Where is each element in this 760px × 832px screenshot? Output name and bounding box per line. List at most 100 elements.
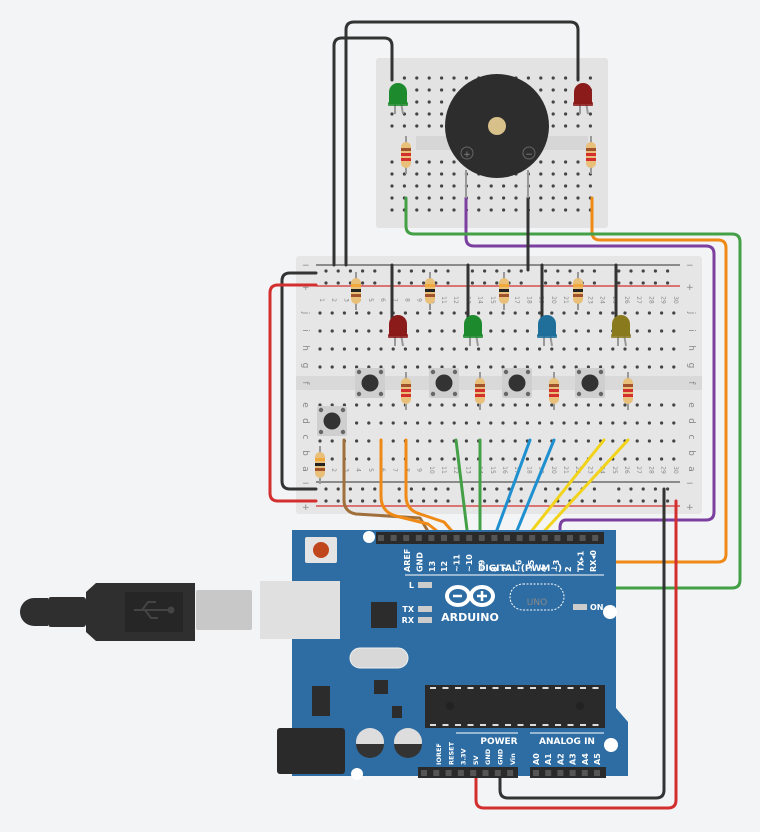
hole <box>355 457 359 461</box>
led-resistor <box>475 372 485 410</box>
column-number-top: 28 <box>647 296 654 304</box>
digital-pin-label: 12 <box>440 561 449 572</box>
column-number-bottom: 10 <box>428 466 435 474</box>
hole <box>355 329 359 333</box>
hole <box>576 208 580 212</box>
power-header <box>418 767 518 778</box>
hole <box>538 457 542 461</box>
hole <box>379 365 383 369</box>
rail-hole <box>483 281 487 285</box>
rail-hole <box>556 281 560 285</box>
led-body <box>574 83 592 104</box>
hole <box>576 196 580 200</box>
header-pin <box>594 770 600 776</box>
reset-button[interactable] <box>313 542 329 558</box>
hole <box>415 88 419 92</box>
rail-hole <box>629 281 633 285</box>
resistor-band <box>623 384 633 387</box>
header-pin <box>482 770 489 776</box>
hole <box>355 421 359 425</box>
hole <box>379 329 383 333</box>
hole <box>538 311 542 315</box>
rail-hole <box>666 269 670 273</box>
uno-badge <box>509 583 565 611</box>
resistor-band <box>549 394 559 397</box>
hole <box>452 457 456 461</box>
arduino-logo-icon <box>445 585 495 607</box>
resistor-band <box>425 289 435 292</box>
hole <box>355 311 359 315</box>
analog-pin-label: A1 <box>544 753 553 765</box>
hole <box>452 196 456 200</box>
rail-hole <box>629 269 633 273</box>
row-letter: e <box>300 402 310 408</box>
hole <box>513 347 517 351</box>
hole <box>416 347 420 351</box>
row-letter: d <box>300 418 310 424</box>
hole <box>562 365 566 369</box>
hole <box>623 421 627 425</box>
hole <box>477 365 481 369</box>
column-number-bottom: 29 <box>660 466 667 474</box>
hole <box>367 439 371 443</box>
hole <box>660 347 664 351</box>
rail-minus-label: − <box>686 261 694 271</box>
hole <box>525 457 530 461</box>
pullup-resistor <box>499 272 509 310</box>
hole <box>391 347 395 351</box>
hole <box>539 208 543 212</box>
hole <box>464 457 468 461</box>
led-resistor <box>401 372 411 410</box>
resistor-band <box>499 289 509 292</box>
column-number-top: 17 <box>513 296 520 304</box>
row-letter: i <box>300 329 310 332</box>
hole <box>660 439 664 443</box>
hole <box>489 184 493 188</box>
rail-hole <box>397 281 401 285</box>
hole <box>647 365 652 369</box>
rail-hole <box>373 499 377 503</box>
chip-pin <box>442 724 449 726</box>
button-corner <box>378 391 384 397</box>
column-number-bottom: 21 <box>562 466 569 474</box>
wire-yellow-pin6 <box>524 438 606 540</box>
hole <box>551 100 555 104</box>
hole <box>403 365 407 369</box>
hole <box>440 347 444 351</box>
button-corner <box>340 429 346 435</box>
mounting-hole <box>363 531 375 543</box>
hole <box>513 421 517 425</box>
chip-pin <box>580 724 586 726</box>
hole <box>525 311 530 315</box>
hole <box>550 457 554 461</box>
wire-orange-button-pin12 <box>379 438 448 540</box>
rail-hole <box>409 487 413 491</box>
wire-red-5v-arduino <box>474 499 678 810</box>
header-pin <box>445 770 452 776</box>
column-number-top: 6 <box>379 298 386 302</box>
hole <box>355 365 359 369</box>
hole <box>477 208 481 212</box>
chip-pin <box>467 724 474 726</box>
column-number-bottom: 18 <box>525 466 532 474</box>
power-pin-label: IOREF <box>435 743 443 765</box>
header-pin <box>494 770 501 776</box>
hole <box>599 311 603 315</box>
column-number-top: 27 <box>635 296 642 304</box>
hole <box>330 439 334 443</box>
hole <box>390 184 394 188</box>
header-pin <box>453 535 460 541</box>
hole <box>647 403 652 407</box>
wire-black-gnd-arduino <box>498 487 666 800</box>
rail-hole <box>519 269 523 273</box>
resistor-band <box>315 463 325 466</box>
logo-loop-right <box>469 585 495 607</box>
hole <box>440 196 444 200</box>
column-number-top: 15 <box>489 296 496 304</box>
status-led-l <box>418 582 432 588</box>
hole <box>623 403 627 407</box>
pullup-resistor <box>425 272 435 310</box>
wire-blue-pin7 <box>512 438 556 540</box>
button-corner <box>318 429 324 435</box>
